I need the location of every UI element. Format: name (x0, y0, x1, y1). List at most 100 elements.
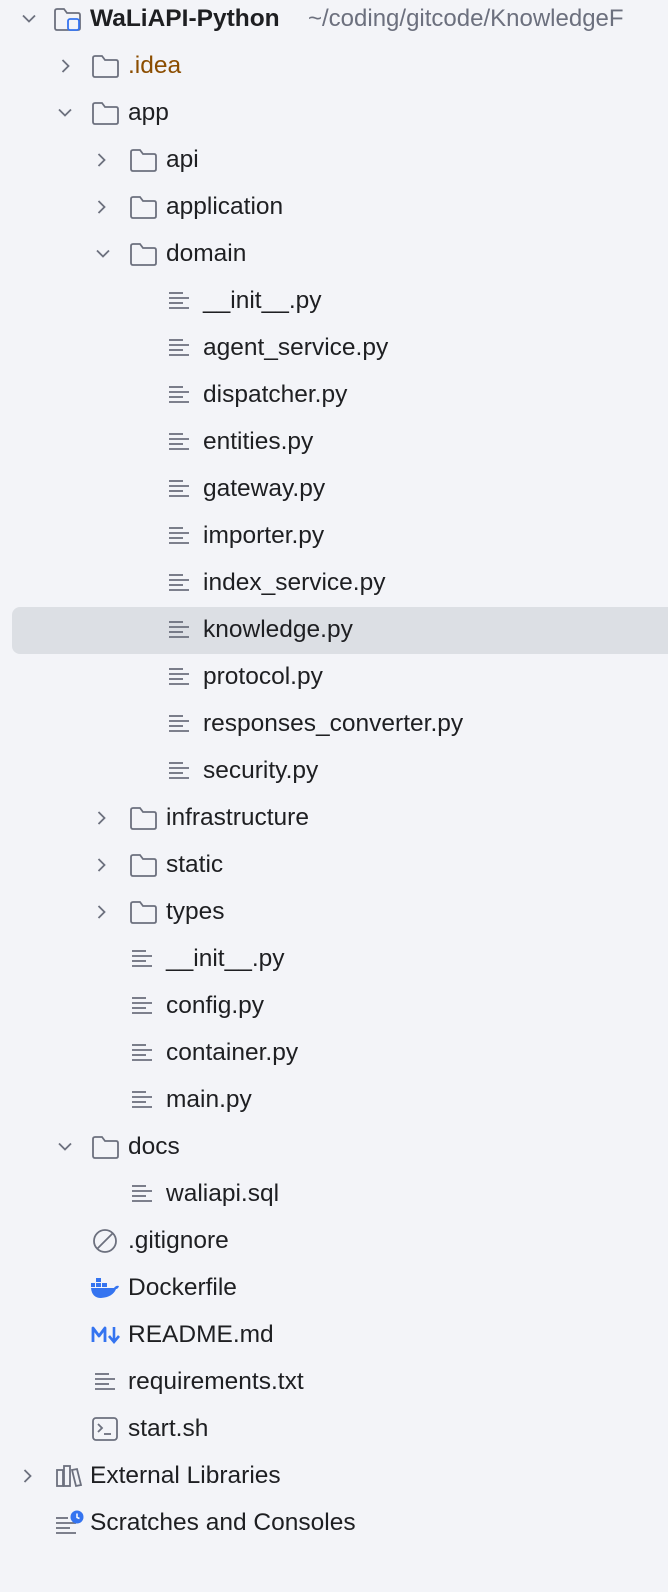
text-file-icon (127, 935, 157, 982)
text-file-icon (164, 465, 194, 512)
folder-icon (128, 841, 158, 888)
tree-row-file[interactable]: requirements.txt (0, 1358, 668, 1405)
folder-label: docs (128, 1133, 180, 1160)
folder-label: api (166, 146, 199, 173)
project-path: ~/coding/gitcode/KnowledgeF (308, 5, 624, 32)
file-label: dispatcher.py (203, 381, 348, 408)
external-libraries-label: External Libraries (90, 1462, 281, 1489)
tree-row-folder-docs[interactable]: docs (0, 1123, 668, 1170)
tree-row-file-readme[interactable]: README.md (0, 1311, 668, 1358)
tree-row-file[interactable]: protocol.py (0, 653, 668, 700)
file-label: importer.py (203, 522, 325, 549)
file-label: index_service.py (203, 569, 386, 596)
shell-script-icon (90, 1405, 120, 1452)
chevron-down-icon[interactable] (90, 230, 116, 277)
file-label: security.py (203, 757, 319, 784)
file-label: container.py (166, 1039, 299, 1066)
tree-row-file[interactable]: main.py (0, 1076, 668, 1123)
ignored-file-icon (90, 1217, 120, 1264)
tree-row-file-dockerfile[interactable]: Dockerfile (0, 1264, 668, 1311)
folder-icon (128, 183, 158, 230)
tree-row-file[interactable]: security.py (0, 747, 668, 794)
tree-row-folder-domain[interactable]: domain (0, 230, 668, 277)
tree-row-folder-application[interactable]: application (0, 183, 668, 230)
tree-row-folder-infrastructure[interactable]: infrastructure (0, 794, 668, 841)
file-label: protocol.py (203, 663, 323, 690)
file-label: agent_service.py (203, 334, 389, 361)
text-file-icon (90, 1358, 120, 1405)
chevron-right-icon[interactable] (14, 1452, 40, 1499)
chevron-down-icon[interactable] (52, 89, 78, 136)
folder-icon (128, 888, 158, 935)
folder-label: .idea (128, 52, 182, 79)
tree-row-file-shell[interactable]: start.sh (0, 1405, 668, 1452)
selection-highlight (12, 607, 668, 654)
file-label: waliapi.sql (166, 1180, 280, 1207)
text-file-icon (127, 982, 157, 1029)
tree-row-file[interactable]: dispatcher.py (0, 371, 668, 418)
tree-row-file[interactable]: config.py (0, 982, 668, 1029)
tree-row-file-gitignore[interactable]: .gitignore (0, 1217, 668, 1264)
text-file-icon (164, 324, 194, 371)
scratches-label: Scratches and Consoles (90, 1509, 356, 1536)
tree-row-file[interactable]: agent_service.py (0, 324, 668, 371)
file-label: entities.py (203, 428, 314, 455)
tree-row-file[interactable]: container.py (0, 1029, 668, 1076)
tree-row-folder-static[interactable]: static (0, 841, 668, 888)
chevron-down-icon[interactable] (52, 1123, 78, 1170)
file-label: gateway.py (203, 475, 326, 502)
folder-label: types (166, 898, 225, 925)
tree-row-project-root[interactable]: WaLiAPI-Python ~/coding/gitcode/Knowledg… (0, 0, 668, 42)
tree-row-file[interactable]: gateway.py (0, 465, 668, 512)
tree-row-external-libraries[interactable]: External Libraries (0, 1452, 668, 1499)
text-file-icon (164, 418, 194, 465)
tree-row-file[interactable]: index_service.py (0, 559, 668, 606)
file-label: requirements.txt (128, 1368, 304, 1395)
folder-label: app (128, 99, 169, 126)
folder-icon (90, 42, 120, 89)
docker-icon (90, 1264, 120, 1311)
tree-row-folder-api[interactable]: api (0, 136, 668, 183)
tree-row-file[interactable]: importer.py (0, 512, 668, 559)
library-icon (54, 1452, 84, 1499)
text-file-icon (164, 277, 194, 324)
folder-icon (90, 1123, 120, 1170)
tree-row-file[interactable]: responses_converter.py (0, 700, 668, 747)
tree-row-file[interactable]: entities.py (0, 418, 668, 465)
file-label: .gitignore (128, 1227, 229, 1254)
chevron-right-icon[interactable] (88, 794, 114, 841)
chevron-right-icon[interactable] (88, 888, 114, 935)
file-label: README.md (128, 1321, 274, 1348)
folder-icon (128, 230, 158, 277)
tree-row-folder-types[interactable]: types (0, 888, 668, 935)
text-file-icon (164, 747, 194, 794)
scratches-icon (54, 1499, 84, 1546)
text-file-icon (164, 559, 194, 606)
chevron-right-icon[interactable] (88, 841, 114, 888)
text-file-icon (164, 653, 194, 700)
text-file-icon (127, 1170, 157, 1217)
chevron-down-icon[interactable] (16, 0, 42, 42)
chevron-right-icon[interactable] (88, 136, 114, 183)
tree-row-file-selected[interactable]: knowledge.py (0, 606, 668, 654)
tree-row-folder-app[interactable]: app (0, 89, 668, 136)
text-file-icon (127, 1076, 157, 1123)
tree-row-file[interactable]: waliapi.sql (0, 1170, 668, 1217)
file-label: __init__.py (166, 945, 285, 972)
project-module-icon (52, 0, 82, 42)
chevron-right-icon[interactable] (52, 42, 78, 89)
folder-label: domain (166, 240, 247, 267)
text-file-icon (164, 512, 194, 559)
file-label: __init__.py (203, 287, 322, 314)
chevron-right-icon[interactable] (88, 183, 114, 230)
tree-row-file[interactable]: __init__.py (0, 277, 668, 324)
text-file-icon (164, 606, 194, 653)
file-label: config.py (166, 992, 265, 1019)
folder-label: application (166, 193, 284, 220)
folder-icon (90, 89, 120, 136)
tree-row-folder-idea[interactable]: .idea (0, 42, 668, 89)
folder-icon (128, 794, 158, 841)
tree-row-scratches[interactable]: Scratches and Consoles (0, 1499, 668, 1546)
tree-row-file[interactable]: __init__.py (0, 935, 668, 982)
